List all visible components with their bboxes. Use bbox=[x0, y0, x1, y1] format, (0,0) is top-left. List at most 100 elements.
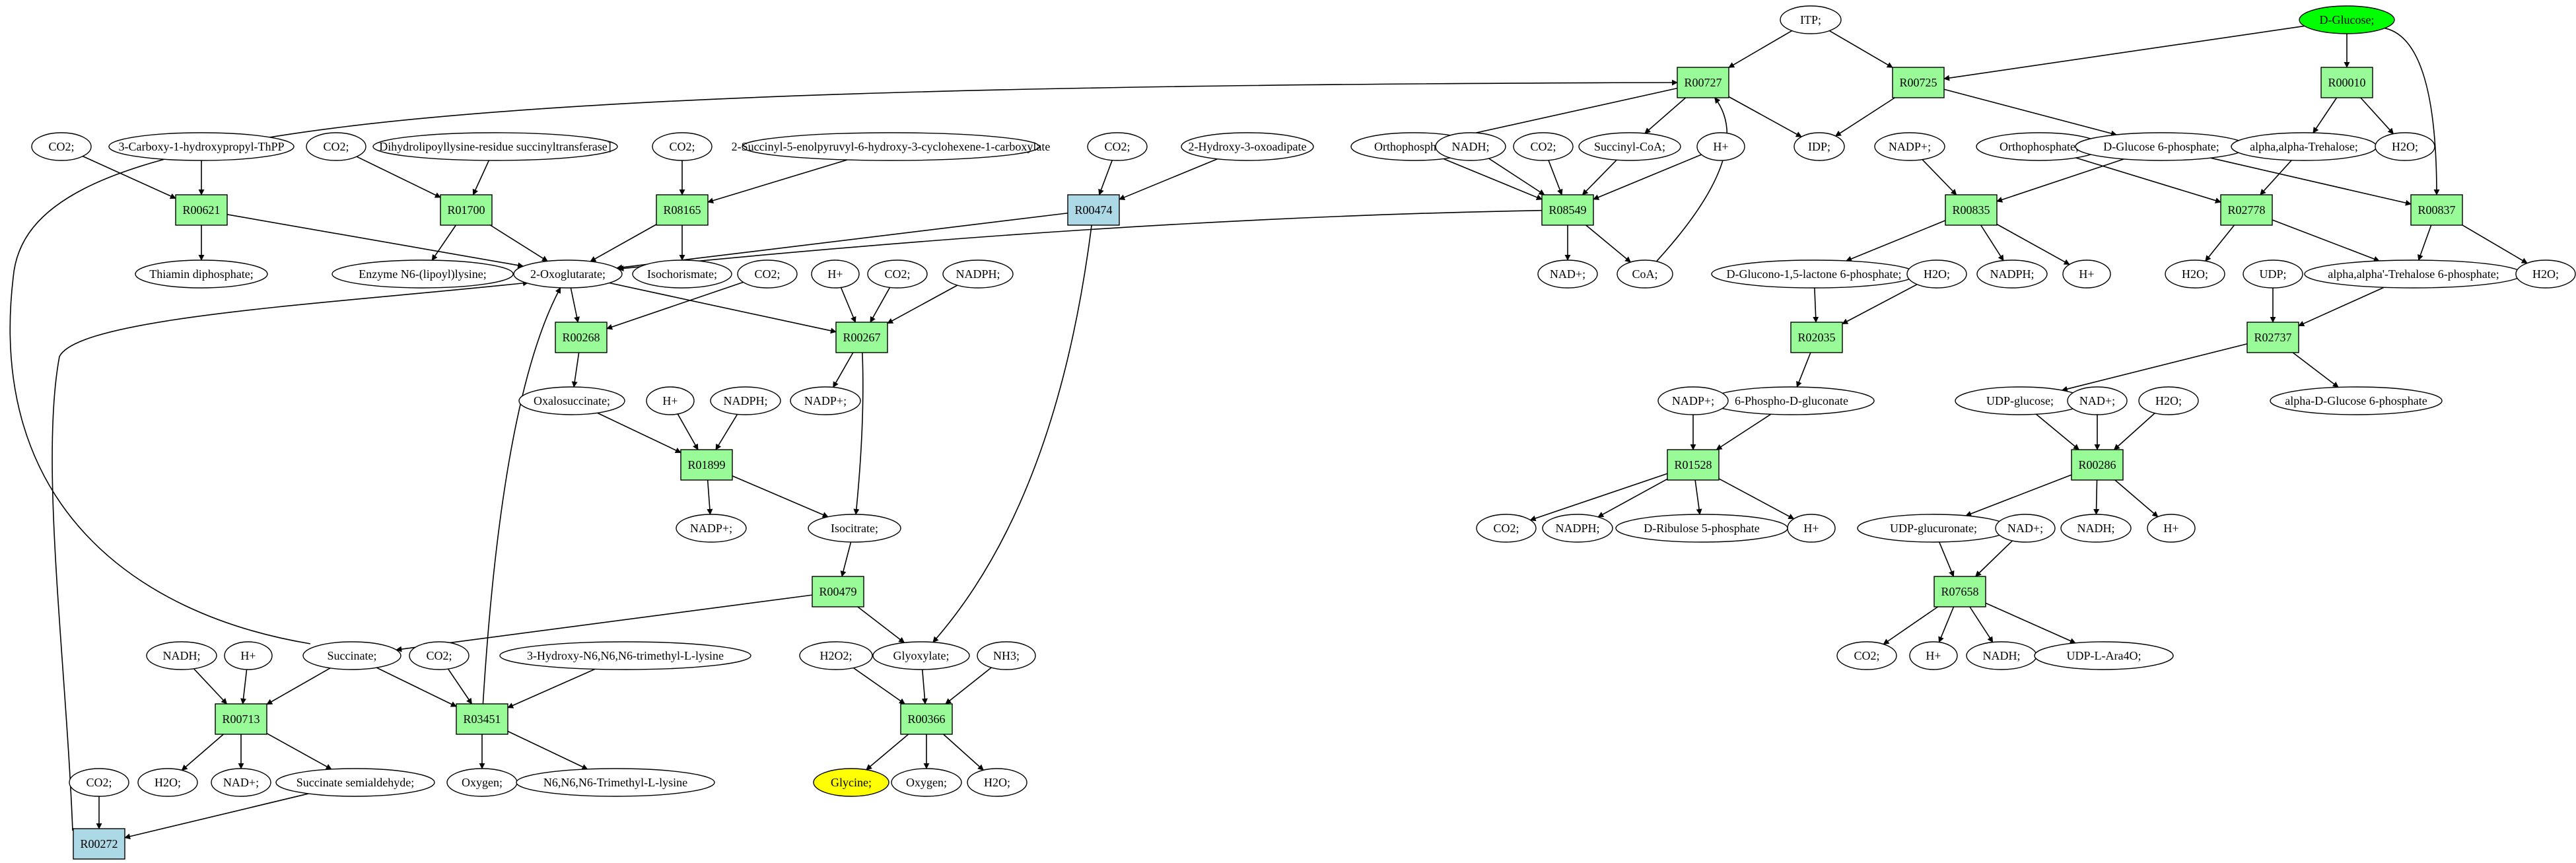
compound-label: H+ bbox=[1713, 140, 1728, 153]
compound-label: H+ bbox=[827, 267, 843, 281]
edge-R01899-to-isocitrate bbox=[732, 475, 829, 518]
edge-nh3-to-R00366 bbox=[945, 667, 992, 705]
compound-label: Isocitrate; bbox=[831, 522, 878, 535]
reaction-label: R00267 bbox=[843, 331, 880, 344]
compound-h2o-a: H2O; bbox=[137, 768, 198, 797]
compound-label: Glycine; bbox=[831, 776, 872, 789]
compound-g6p: D-Glucose 6-phosphate; bbox=[2075, 132, 2248, 161]
compound-label: NADH; bbox=[1452, 140, 1490, 153]
compound-label: D-Glucono-1,5-lactone 6-phosphate; bbox=[1727, 267, 1902, 281]
compound-label: H+ bbox=[240, 649, 256, 662]
compound-co2-b: CO2; bbox=[306, 132, 366, 161]
reaction-R02737: R02737 bbox=[2246, 322, 2299, 353]
compound-label: Isochorismate; bbox=[647, 267, 717, 281]
compound-ellipse bbox=[710, 386, 781, 415]
compound-label: NADH; bbox=[1983, 649, 2021, 662]
compound-label: H+ bbox=[2079, 267, 2094, 281]
edge-glyoxylate-to-R00366 bbox=[921, 669, 928, 705]
compound-oxygen-a: Oxygen; bbox=[446, 768, 518, 797]
compound-ellipse bbox=[137, 768, 198, 797]
edge-R00474-to-oxoglut bbox=[616, 212, 1068, 271]
compound-label: Thiamin diphosphate; bbox=[149, 267, 253, 281]
compound-nh3: NH3; bbox=[977, 641, 1036, 670]
compound-label: 3-Carboxy-1-hydroxypropyl-ThPP bbox=[119, 140, 285, 153]
edge-R08165-to-oxoglut bbox=[590, 224, 657, 262]
reaction-box bbox=[1677, 67, 1729, 98]
reaction-R08165: R08165 bbox=[656, 194, 709, 226]
edge-co2_i-to-R08549 bbox=[1548, 160, 1563, 195]
compound-gluconolactone: D-Glucono-1,5-lactone 6-phosphate; bbox=[1711, 259, 1917, 289]
reaction-R00474: R00474 bbox=[1067, 194, 1120, 226]
compound-ellipse bbox=[2060, 514, 2132, 543]
compound-ellipse bbox=[146, 641, 217, 670]
edge-R01528-to-h_f bbox=[1718, 478, 1795, 520]
reaction-box bbox=[2220, 194, 2273, 226]
edge-R00272-to-oxoglut bbox=[52, 280, 529, 831]
compound-label: CO2; bbox=[754, 267, 780, 281]
compound-ellipse bbox=[2067, 386, 2128, 415]
compound-ellipse bbox=[69, 768, 129, 797]
reaction-label: R00474 bbox=[1074, 203, 1112, 217]
edge-h2o_g-to-R00286 bbox=[2113, 413, 2155, 450]
reaction-box bbox=[456, 703, 508, 735]
reaction-box bbox=[1790, 322, 1843, 353]
compound-label: H+ bbox=[2163, 522, 2178, 535]
compound-ellipse bbox=[1836, 641, 1897, 670]
compound-glyoxylate: Glyoxylate; bbox=[872, 641, 970, 670]
compound-udpglucose: UDP-glucose; bbox=[1955, 386, 2085, 415]
compound-label: 2-Oxoglutarate; bbox=[530, 267, 606, 281]
compound-label: H2O2; bbox=[820, 649, 853, 662]
edge-g6p-to-R00837 bbox=[2210, 157, 2412, 206]
compound-co2-i: CO2; bbox=[1513, 132, 1574, 161]
compound-nad-d: NAD+; bbox=[1995, 514, 2056, 543]
compound-h2o-e: H2O; bbox=[2165, 259, 2225, 289]
reaction-box bbox=[440, 194, 493, 226]
reaction-R00268: R00268 bbox=[555, 322, 608, 353]
reaction-box bbox=[175, 194, 228, 226]
reaction-R00267: R00267 bbox=[835, 322, 888, 353]
compound-ellipse bbox=[211, 768, 271, 797]
compound-ellipse bbox=[2515, 259, 2576, 289]
edge-h2o_d-to-R02035 bbox=[1842, 284, 1918, 325]
compound-ellipse bbox=[632, 259, 732, 289]
compound-label: UDP; bbox=[2259, 267, 2286, 281]
edge-itp-to-R00725 bbox=[1828, 30, 1893, 68]
reaction-box bbox=[2410, 194, 2463, 226]
edge-nadh_a-to-R00713 bbox=[193, 668, 228, 705]
edge-h_a-to-R00267 bbox=[840, 287, 856, 323]
compound-nadp-c: NADP+; bbox=[1874, 132, 1945, 161]
compound-carboxy: 3-Carboxy-1-hydroxypropyl-ThPP bbox=[108, 132, 295, 161]
reaction-R02778: R02778 bbox=[2220, 194, 2273, 226]
reaction-box bbox=[2320, 67, 2373, 98]
compound-label: NAD+; bbox=[223, 776, 259, 789]
edge-R00479-to-glyoxylate bbox=[857, 606, 905, 643]
compound-h-d: H+ bbox=[1696, 132, 1745, 161]
compound-label: Oxalosuccinate; bbox=[534, 394, 610, 407]
edge-R00725-to-g6p bbox=[1943, 88, 2117, 137]
edge-R00727-to-idp bbox=[1728, 96, 1802, 137]
compound-label: NADPH; bbox=[956, 267, 1000, 281]
edge-oxalosucc-to-R01899 bbox=[597, 412, 681, 454]
edge-R03451-to-tml bbox=[507, 730, 588, 770]
edge-dihydro-to-R01700 bbox=[472, 160, 490, 195]
compound-label: H2O; bbox=[2155, 394, 2182, 407]
edge-nadh_b-to-R08549 bbox=[1488, 158, 1545, 195]
compound-phosphogluconate: 6-Phospho-D-gluconate bbox=[1708, 386, 1875, 415]
reaction-label: R02778 bbox=[2227, 203, 2265, 217]
reaction-box bbox=[680, 449, 733, 481]
edge-hydroxytml-to-R03451 bbox=[507, 668, 596, 708]
reaction-box bbox=[215, 703, 267, 735]
edge-R00268-to-oxalosucc bbox=[571, 352, 580, 388]
compound-label: Enzyme N6-(lipoyl)lysine; bbox=[359, 267, 486, 281]
compound-ellipse bbox=[1476, 514, 1537, 543]
edge-dglucose-to-R00725 bbox=[1943, 25, 2305, 81]
compound-isocitrate: Isocitrate; bbox=[808, 514, 901, 543]
compound-succoa: Succinyl-CoA; bbox=[1578, 132, 1681, 161]
compound-co2-c: CO2; bbox=[652, 132, 713, 161]
edge-trehalose-to-R02778 bbox=[2260, 160, 2292, 195]
compound-label: NADPH; bbox=[1990, 267, 2034, 281]
compound-label: 2-Hydroxy-3-oxoadipate bbox=[1189, 140, 1307, 153]
compound-ellipse bbox=[2062, 259, 2111, 289]
edge-R00010-to-trehalose bbox=[2313, 97, 2338, 133]
